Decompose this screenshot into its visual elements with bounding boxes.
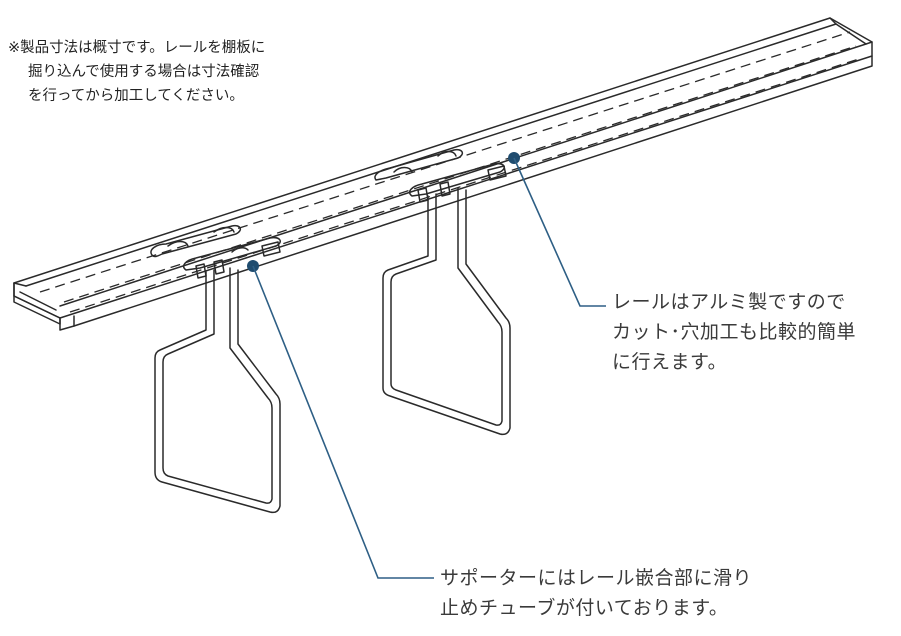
note-line-2: 掘り込んで使用する場合は寸法確認 (28, 64, 260, 80)
rail-callout-line-2: カット･穴加工も比較的簡単 (612, 321, 857, 343)
callout-leaders (247, 152, 606, 579)
glass-hanger-right (382, 187, 511, 436)
rail-callout-line-3: に行えます。 (612, 351, 728, 373)
supporter-hooks-right (374, 148, 507, 203)
supporter-hooks-left (150, 224, 281, 279)
supporter-leader-line (252, 265, 434, 579)
aluminum-rail (13, 17, 873, 331)
rail-callout-line-1: レールはアルミ製ですので (612, 291, 846, 313)
dimension-note: ※製品寸法は概寸です。レールを棚板に 掘り込んで使用する場合は寸法確認 を行って… (8, 36, 265, 108)
note-line-1: ※製品寸法は概寸です。レールを棚板に (8, 40, 266, 56)
rail-leader-line (513, 157, 606, 307)
glass-hanger-left (154, 267, 281, 514)
rail-callout: レールはアルミ製ですので カット･穴加工も比較的簡単 に行えます。 (612, 287, 856, 377)
note-line-3: を行ってから加工してください。 (28, 88, 244, 104)
supporter-callout-line-2: 止めチューブが付いております。 (440, 597, 729, 619)
supporter-callout-line-1: サポーターにはレール嵌合部に滑り (440, 567, 753, 589)
supporter-callout: サポーターにはレール嵌合部に滑り 止めチューブが付いております。 (440, 563, 752, 623)
